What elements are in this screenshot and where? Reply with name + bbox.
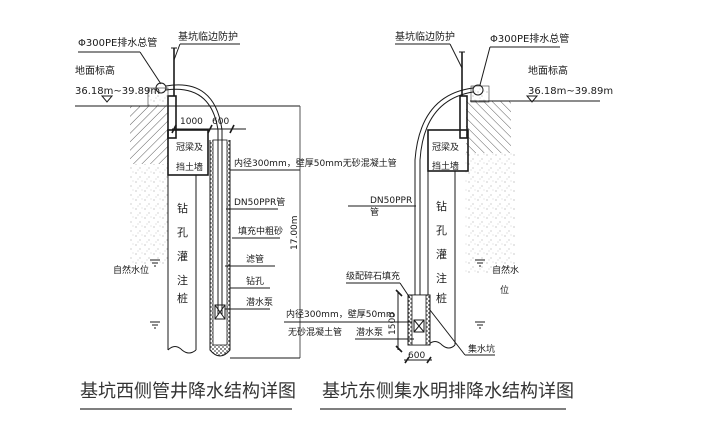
- west-guard-label: 基坑临边防护: [178, 30, 238, 43]
- elevation-marker-icon: [525, 95, 539, 103]
- sand-layer: [465, 153, 515, 273]
- east-title: 基坑东侧集水明排降水结构详图: [322, 381, 574, 402]
- west-pe-pipe-label: Φ300PE排水总管: [78, 36, 157, 49]
- east-ground-elev: 36.18m~39.89m: [528, 86, 613, 97]
- west-crown-beam-2: 挡土墙: [176, 161, 203, 173]
- west-water-level-label: 自然水位: [113, 264, 149, 276]
- east-crown-beam-1: 冠梁及: [432, 141, 459, 153]
- west-filter-label: 滤管: [246, 253, 264, 265]
- east-concrete-pipe-2: 无砂混凝土管: [288, 326, 342, 338]
- sand-layer: [130, 164, 168, 264]
- west-pump-label: 潜水泵: [246, 296, 273, 308]
- pump-icon: [413, 319, 425, 333]
- west-detail: Φ300PE排水总管 基坑临边防护 地面标高 36.18m~39.89m 100…: [75, 30, 397, 410]
- east-pile-char: 钻: [436, 199, 447, 213]
- west-pile-char: 注: [177, 273, 188, 287]
- east-water-level-1: 自然水: [492, 264, 519, 276]
- east-crown-beam-2: 挡土墙: [432, 160, 459, 172]
- pipe-base: [470, 85, 490, 103]
- east-dim-600: 600: [408, 351, 425, 361]
- west-pile-char: 灌: [177, 250, 188, 263]
- pe-pipe-icon: [155, 82, 167, 94]
- west-pile-char: 孔: [177, 226, 188, 239]
- pump-icon: [214, 304, 226, 320]
- east-pile-char: 桩: [436, 291, 447, 305]
- west-sand-label: 填充中粗砂: [238, 225, 283, 237]
- west-ppr-label: DN50PPR管: [234, 196, 285, 208]
- crown-beam: [427, 129, 469, 172]
- west-title: 基坑西侧管井降水结构详图: [80, 381, 296, 402]
- east-pe-pipe-label: Φ300PE排水总管: [490, 32, 569, 45]
- west-ground-label: 地面标高: [75, 64, 115, 77]
- east-pump-label: 潜水泵: [356, 326, 383, 338]
- well-casing: [212, 139, 228, 346]
- west-borehole-label: 钻孔: [246, 275, 264, 287]
- west-pile-char: 钻: [177, 201, 188, 215]
- guard-wall: [167, 95, 177, 139]
- east-ppr-label-2: 管: [370, 206, 379, 218]
- west-depth-label: 17.00m: [290, 215, 300, 250]
- east-concrete-pipe-1: 内径300mm，壁厚50mm: [286, 308, 395, 320]
- east-ground-label: 地面标高: [528, 64, 568, 77]
- east-pile-char: 注: [436, 271, 447, 285]
- east-pile-char: 孔: [436, 224, 447, 237]
- guard-wall: [459, 95, 468, 139]
- pe-pipe-icon: [472, 84, 484, 96]
- crown-beam: [167, 129, 209, 176]
- soil-hatch: [466, 101, 511, 153]
- west-dim-600: 600: [212, 117, 229, 127]
- west-pile-char: 桩: [177, 291, 188, 305]
- east-gravel-label: 级配碎石填充: [346, 270, 400, 282]
- east-sump-label: 集水坑: [468, 343, 495, 355]
- elevation-marker-icon: [100, 95, 114, 103]
- east-pile-char: 灌: [436, 248, 447, 261]
- west-crown-beam-1: 冠梁及: [176, 141, 203, 153]
- soil-hatch: [130, 106, 168, 164]
- ppr-pipe-curve: [165, 84, 223, 131]
- west-concrete-pipe-label: 内径300mm，壁厚50mm无砂混凝土管: [234, 157, 397, 169]
- west-dim-1000: 1000: [180, 117, 203, 127]
- west-ground-elev: 36.18m~39.89m: [75, 86, 160, 97]
- east-ppr-label-1: DN50PPR: [370, 196, 412, 206]
- east-detail: 基坑临边防护 Φ300PE排水总管 地面标高 36.18m~39.89m 冠梁及…: [284, 30, 613, 410]
- east-guard-label: 基坑临边防护: [395, 30, 455, 43]
- ppr-pipe-curve: [414, 87, 474, 300]
- east-dim-1500: 1500: [388, 312, 398, 335]
- east-water-level-2: 位: [500, 284, 509, 296]
